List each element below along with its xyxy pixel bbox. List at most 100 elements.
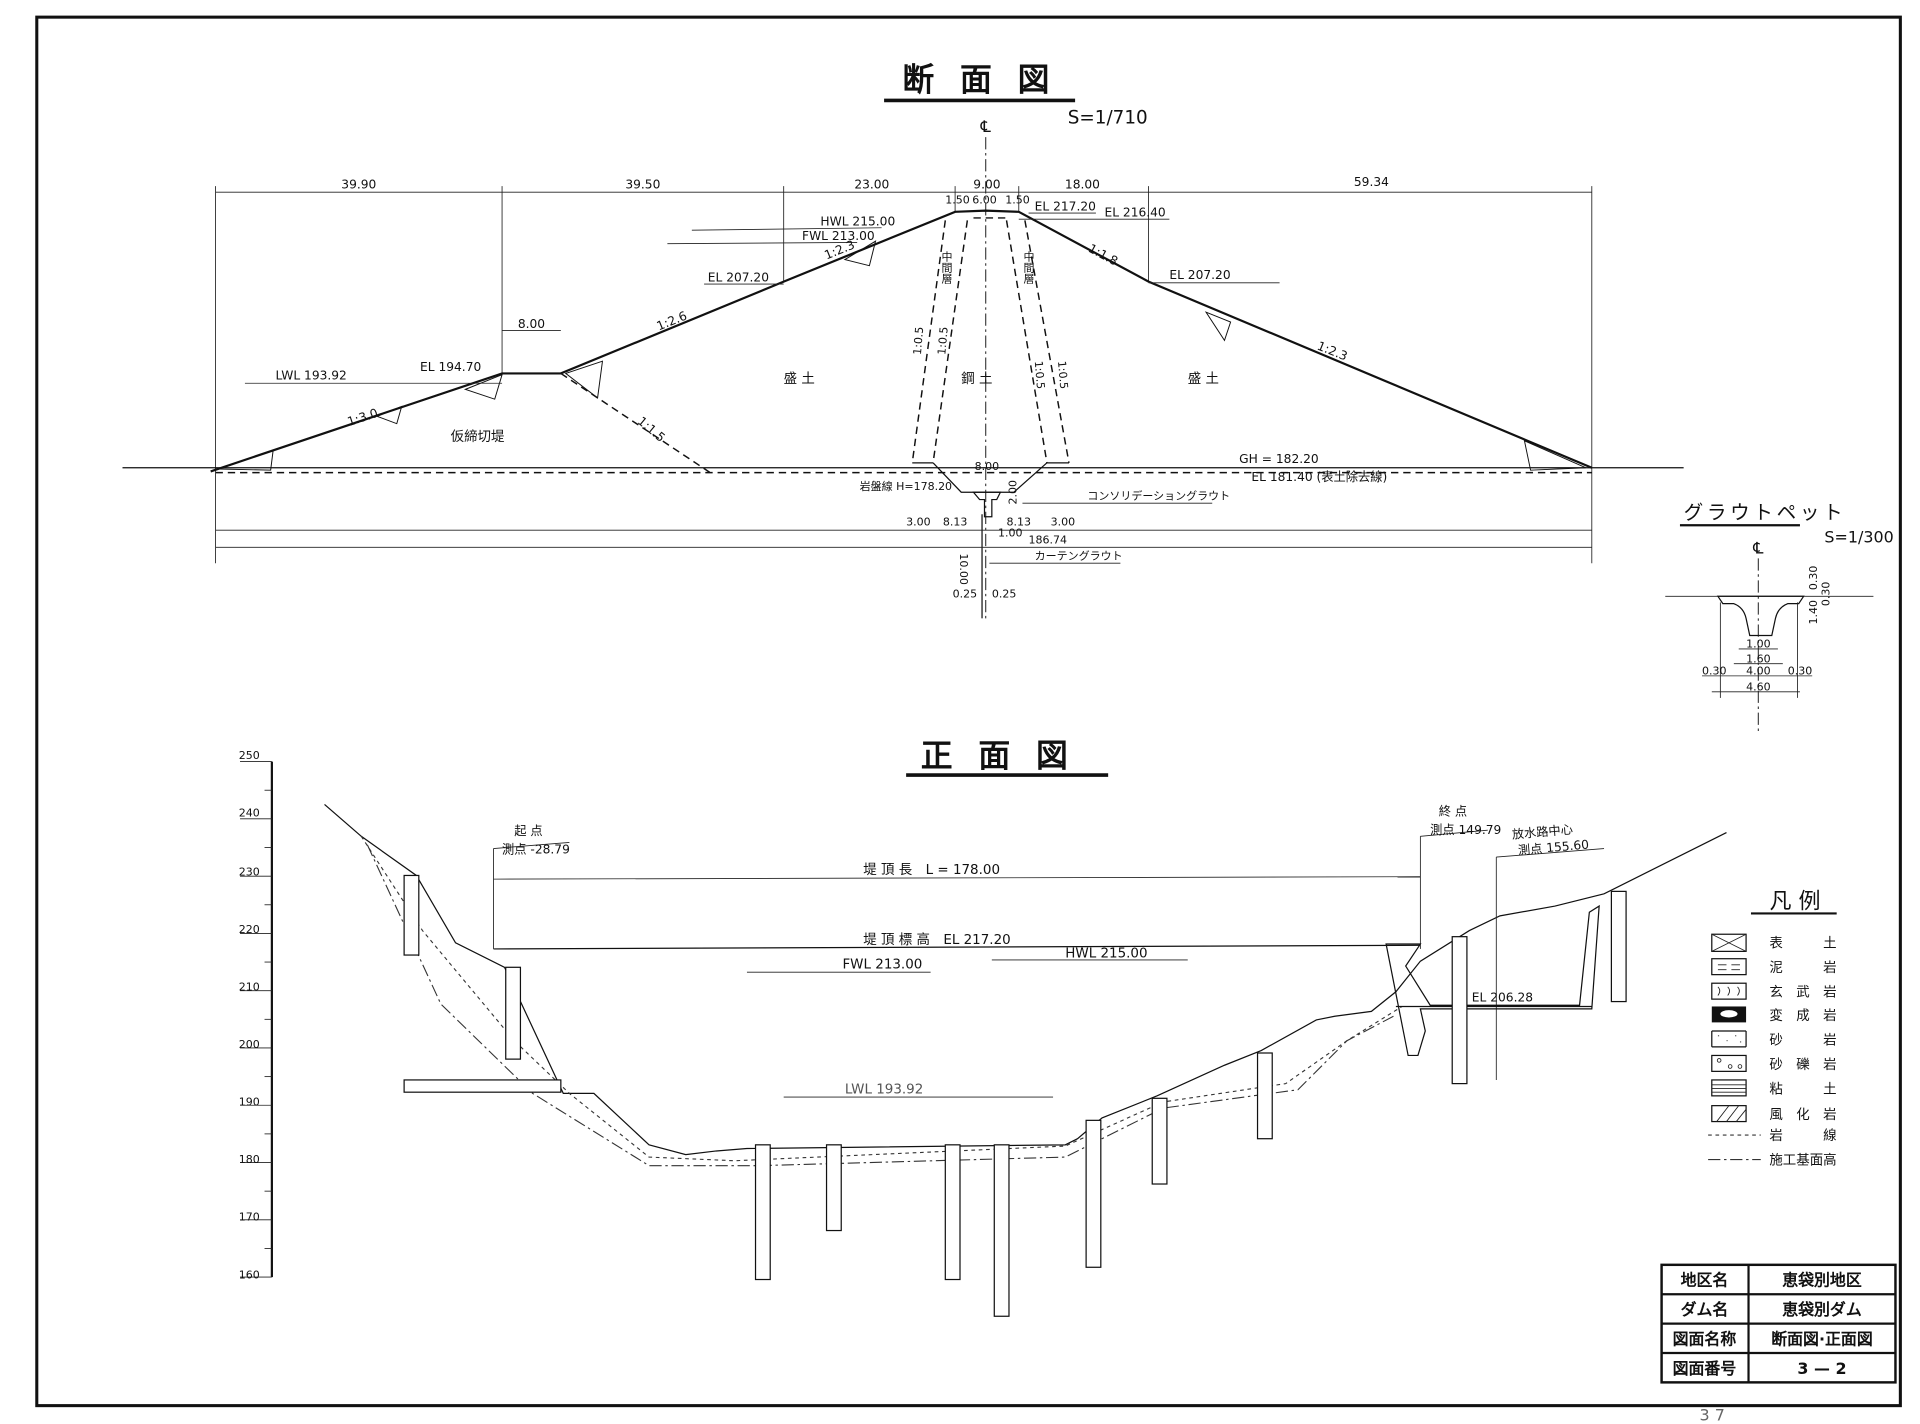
slope-label-core-3: 1:0.5 — [1032, 360, 1047, 389]
slope-label-core-2: 1:0.5 — [935, 326, 950, 355]
ground-profile — [324, 803, 1727, 1156]
tb-value-district: 恵袋別地区 — [1782, 1271, 1862, 1290]
boreholes — [403, 874, 1627, 1317]
dimension-ticks — [215, 186, 1593, 564]
section-scale: S=1/710 — [1068, 108, 1148, 129]
title-block: 地区名 恵袋別地区 ダム名 恵袋別ダム 図面名称 断面図·正面図 図面番号 3 … — [1660, 1263, 1897, 1384]
slope-label-dr1: 1:1.8 — [1086, 241, 1120, 268]
rock-line — [360, 835, 1403, 1162]
el-crest-label: EL 217.20 — [1035, 200, 1096, 214]
axis-tick-210: 210 — [239, 981, 260, 994]
legend-item-mudstone: 泥 岩 — [1769, 960, 1836, 976]
axis-tick-250: 250 — [239, 749, 260, 762]
legend-item-clay: 粘 土 — [1769, 1081, 1836, 1097]
axis-tick-230: 230 — [239, 865, 260, 878]
gp-dim-8: 0.30 — [1788, 665, 1813, 678]
zone-left-label: 盛 土 — [784, 371, 815, 387]
crest-length-dim — [493, 876, 1421, 880]
curtain-label: カーテングラウト — [1035, 549, 1123, 563]
end-point-label: 終 点 — [1439, 803, 1467, 818]
legend-item-metamorphic: 変 成 岩 — [1769, 1007, 1836, 1024]
trench-width-label: 8.00 — [975, 460, 1000, 473]
dim-39-50: 39.50 — [625, 178, 660, 192]
gp-dim-1: 0.30 — [1807, 566, 1820, 591]
el-crest-right-label: EL 216.40 — [1104, 206, 1165, 220]
axis-tick-190: 190 — [239, 1096, 260, 1109]
curtain-dim-left: 0.25 — [953, 588, 978, 601]
berm-width-label: 8.00 — [518, 317, 545, 331]
el-berm-label: EL 194.70 — [420, 360, 481, 374]
bottom-dim-1: 3.00 — [906, 515, 930, 528]
gp-dim-7: 4.00 — [1746, 665, 1771, 678]
legend-item-sandstone: 砂 岩 — [1769, 1032, 1836, 1048]
grout-pet-title: グラウトペット — [1684, 501, 1847, 524]
end-station-label: 測点 149.79 — [1430, 823, 1501, 837]
crest-dim-3: 1.50 — [1005, 193, 1029, 206]
gp-dim-4: 1.00 — [1746, 638, 1771, 651]
tb-label-dam: ダム名 — [1681, 1300, 1729, 1319]
el-spillway-label: EL 206.28 — [1472, 991, 1533, 1005]
dam-outline — [210, 209, 1593, 473]
dim-39-90: 39.90 — [341, 178, 376, 192]
gp-dim-3: 1.40 — [1807, 600, 1820, 625]
section-view: 断 面 図 S=1/710 ℄ 39.90 39.50 23.00 9.00 1… — [122, 61, 1684, 619]
core-zone — [911, 217, 1070, 619]
slope-label-ll: 1:3.0 — [346, 406, 380, 429]
legend-item-conglomerate: 砂 礫 岩 — [1769, 1057, 1836, 1073]
crest-elev-label: 堤 頂 標 高 EL 217.20 — [863, 931, 1010, 948]
tb-label-drawing-name: 図面名称 — [1673, 1329, 1737, 1348]
hwl-label: HWL 215.00 — [1065, 946, 1147, 961]
curtain-depth-label: 10.00 — [957, 553, 970, 585]
zone-right-label: 盛 土 — [1188, 371, 1219, 387]
zone-core-label: 鋼 土 — [961, 371, 992, 387]
grout-depth-label: 2.00 — [1006, 480, 1019, 505]
el-left-break-label: EL 207.20 — [708, 271, 769, 285]
spillway-label: 放水路中心 — [1511, 821, 1573, 841]
slope-label-cof: 1:1.5 — [635, 414, 668, 445]
legend: 凡 例 表 土 泥 岩 玄 武 岩 変 成 岩 砂 岩 砂 礫 岩 粘 土 風 … — [1708, 890, 1837, 1168]
axis-tick-170: 170 — [239, 1211, 260, 1224]
gh-label: GH = 182.20 — [1239, 452, 1319, 466]
slope-label-um: 1:2.6 — [655, 309, 690, 334]
zone-cofferdam-label: 仮締切堤 — [451, 428, 505, 445]
legend-item-basalt: 玄 武 岩 — [1769, 984, 1836, 1001]
bottom-dim-4: 3.00 — [1051, 515, 1076, 528]
start-point-label: 起 点 — [514, 824, 542, 838]
legend-item-topsoil: 表 土 — [1769, 936, 1836, 952]
spillway-station-label: 測点 155.60 — [1517, 837, 1589, 857]
axis-tick-220: 220 — [239, 923, 260, 936]
el-strip-label: EL 181.40 (表土除去線) — [1251, 469, 1387, 484]
tb-label-district: 地区名 — [1681, 1271, 1729, 1290]
legend-title: 凡 例 — [1770, 890, 1821, 915]
curtain-dim-right: 0.25 — [992, 588, 1016, 601]
axis-tick-240: 240 — [239, 807, 260, 820]
crest-length-label: 堤 頂 長 L = 178.00 — [863, 862, 1000, 878]
start-station-label: 測点 -28.79 — [502, 842, 570, 856]
centerline-symbol: ℄ — [980, 117, 992, 136]
front-title: 正 面 図 — [921, 736, 1075, 774]
lwl-label: LWL 193.92 — [845, 1082, 923, 1097]
sheet-border — [35, 15, 1902, 1408]
riprap-hatching — [217, 240, 1586, 471]
slope-label-core-4: 1:0.5 — [1055, 360, 1070, 389]
base-width-label: 186.74 — [1029, 534, 1068, 547]
grout-width-label: 1.00 — [998, 526, 1022, 539]
filter-label-left: 中間層 — [940, 251, 953, 284]
tb-value-dam: 恵袋別ダム — [1782, 1300, 1862, 1319]
rock-line-label: 岩盤線 H=178.20 — [860, 479, 952, 493]
slope-label-core-1: 1:0.5 — [911, 326, 926, 355]
el-right-break-label: EL 207.20 — [1169, 268, 1230, 282]
axis-tick-160: 160 — [239, 1268, 260, 1281]
fwl-label: FWL 213.00 — [802, 229, 875, 243]
gp-dim-6: 0.30 — [1702, 665, 1727, 678]
fwl-label: FWL 213.00 — [842, 958, 922, 973]
axis-tick-200: 200 — [239, 1038, 260, 1051]
grout-pet — [972, 491, 1002, 518]
dim-18-00: 18.00 — [1065, 178, 1100, 192]
elevation-axis: 250 240 230 220 210 200 190 180 170 160 — [239, 749, 273, 1281]
grout-pet-profile — [1716, 595, 1805, 637]
axis-tick-180: 180 — [239, 1153, 260, 1166]
lwl-label: LWL 193.92 — [276, 369, 347, 383]
bottom-dim-3: 8.13 — [1007, 515, 1031, 528]
